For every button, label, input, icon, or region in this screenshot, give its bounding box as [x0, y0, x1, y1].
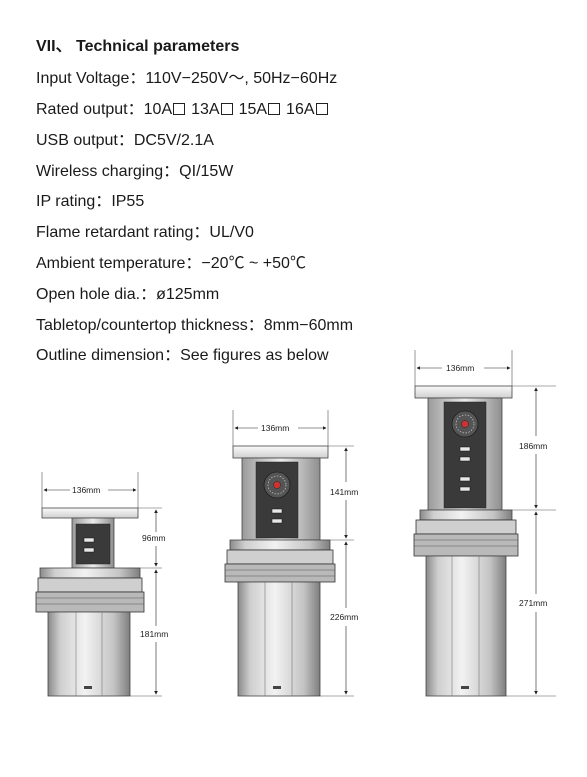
usb-port-icon — [459, 476, 471, 482]
lower-body — [425, 555, 507, 697]
param-label: Ambient temperature： — [36, 255, 202, 272]
usb-port-icon — [459, 486, 471, 492]
top-height-label: 186mm — [519, 441, 547, 451]
param-value: −20℃ ~ +50℃ — [201, 255, 306, 272]
checkbox-15a — [268, 103, 281, 115]
width-label: 136mm — [446, 363, 474, 373]
section-title: VII、 Technical parameters — [36, 38, 240, 55]
param-value: 110V−250V～, 50Hz−60Hz — [145, 70, 338, 87]
param-value: IP55 — [111, 193, 145, 210]
option-16a: 16A — [286, 101, 315, 118]
top-cap — [41, 507, 139, 519]
param-label: Rated output： — [36, 101, 144, 118]
param-label: Tabletop/countertop thickness： — [36, 317, 264, 334]
figure-medium: 136mm 141mm 226mm — [224, 410, 358, 697]
top-cap — [232, 445, 329, 459]
usb-port-icon — [271, 518, 283, 524]
figure-large: 136mm 186mm 271mm — [413, 350, 556, 697]
param-wireless-charging: Wireless charging：QI/15W — [36, 157, 233, 181]
param-label: USB output： — [36, 132, 134, 149]
cable-icon — [84, 686, 92, 689]
usb-port-icon — [459, 456, 471, 462]
top-height-label: 96mm — [142, 533, 166, 543]
option-10a: 10A — [143, 101, 173, 118]
bottom-height-label: 181mm — [140, 629, 168, 639]
checkbox-10a — [173, 103, 186, 115]
width-label: 136mm — [261, 423, 289, 433]
bottom-height-label: 226mm — [330, 612, 358, 622]
param-value: UL/V0 — [209, 224, 254, 241]
lower-body — [47, 611, 131, 697]
cable-icon — [461, 686, 469, 689]
param-ip-rating: IP rating：IP55 — [36, 187, 144, 211]
top-cap — [414, 385, 513, 399]
usb-port-icon — [271, 508, 283, 514]
param-label: Open hole dia.： — [36, 286, 157, 303]
param-value: QI/15W — [179, 163, 234, 180]
bottom-height-label: 271mm — [519, 598, 547, 608]
param-label: Input Voltage： — [36, 70, 146, 87]
param-value: 8mm−60mm — [263, 317, 354, 334]
cable-icon — [273, 686, 281, 689]
checkbox-16a — [315, 103, 328, 115]
usb-port-icon — [459, 446, 471, 452]
param-open-hole: Open hole dia.：ø125mm — [36, 280, 219, 304]
param-label: Wireless charging： — [36, 163, 180, 180]
lower-body — [237, 581, 321, 697]
top-height-label: 141mm — [330, 487, 358, 497]
figure-small: 136mm 96mm 181mm — [35, 472, 168, 697]
param-flame-retardant: Flame retardant rating：UL/V0 — [36, 218, 254, 242]
param-value: ø125mm — [156, 286, 220, 303]
param-outline-dimension: Outline dimension：See figures as below — [36, 341, 329, 365]
param-value: See figures as below — [180, 347, 329, 364]
param-rated-output: Rated output：10A 13A 15A 16A — [36, 95, 334, 119]
threaded-collar — [35, 591, 145, 613]
param-label: Flame retardant rating： — [36, 224, 210, 241]
threaded-collar — [413, 533, 519, 557]
usb-port-icon — [83, 547, 95, 553]
param-usb-output: USB output：DC5V/2.1A — [36, 126, 214, 150]
threaded-collar — [224, 563, 336, 583]
param-label: Outline dimension： — [36, 347, 181, 364]
checkbox-13a — [220, 103, 233, 115]
param-input-voltage: Input Voltage：110V−250V～, 50Hz−60Hz — [36, 64, 337, 88]
option-13a: 13A — [191, 101, 220, 118]
param-label: IP rating： — [36, 193, 112, 210]
usb-port-icon — [83, 537, 95, 543]
param-value: DC5V/2.1A — [133, 132, 214, 149]
param-ambient-temperature: Ambient temperature：−20℃ ~ +50℃ — [36, 249, 306, 273]
width-label: 136mm — [72, 485, 100, 495]
param-countertop-thickness: Tabletop/countertop thickness：8mm−60mm — [36, 311, 353, 335]
option-15a: 15A — [238, 101, 268, 118]
